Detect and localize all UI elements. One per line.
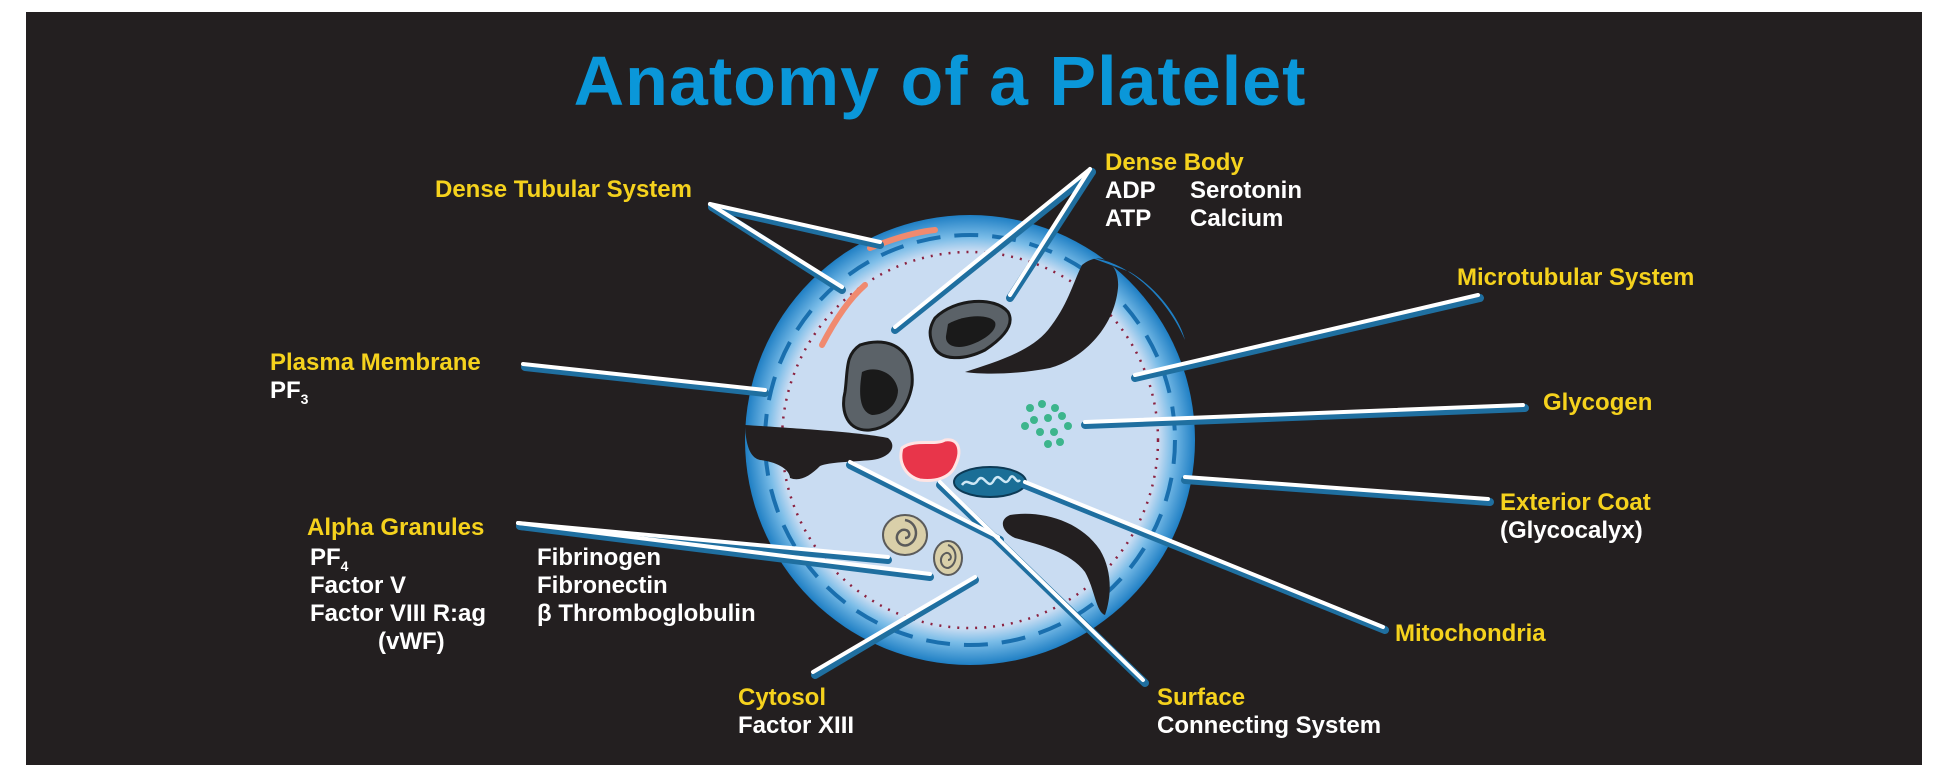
label-mitochondria: Mitochondria — [1395, 620, 1546, 647]
surface-detail: Connecting System — [1157, 712, 1381, 739]
alpha-granules-heading: Alpha Granules — [307, 514, 484, 541]
label-microtubular-system: Microtubular System — [1457, 264, 1694, 291]
alpha-granules-thromboglobulin: β Thromboglobulin — [537, 600, 756, 627]
alpha-granules-factor-v: Factor V — [310, 572, 406, 599]
alpha-granules-pf4: PF4 — [310, 544, 349, 574]
diagram-title: Anatomy of a Platelet — [574, 42, 1307, 120]
plasma-membrane-heading: Plasma Membrane — [270, 349, 481, 376]
mitochondrion — [954, 467, 1026, 497]
alpha-granules-vwf: (vWF) — [378, 628, 445, 655]
surface-heading: Surface — [1157, 684, 1245, 711]
cytosol-detail: Factor XIII — [738, 712, 854, 739]
label-glycogen: Glycogen — [1543, 389, 1652, 416]
platelet-cell — [745, 215, 1195, 665]
alpha-granule-1 — [883, 515, 927, 555]
label-dense-body: Dense Body ADP ATP Serotonin Calcium — [1105, 149, 1302, 232]
dense-body-calcium: Calcium — [1190, 205, 1283, 232]
alpha-granules-fibronectin: Fibronectin — [537, 572, 668, 599]
alpha-granule-2 — [934, 541, 962, 575]
label-cytosol: Cytosol Factor XIII — [738, 684, 854, 739]
alpha-granules-factor-viii: Factor VIII R:ag — [310, 600, 486, 627]
exterior-coat-heading: Exterior Coat — [1500, 489, 1651, 516]
label-plasma-membrane: Plasma Membrane PF3 — [270, 349, 481, 407]
alpha-granules-fibrinogen: Fibrinogen — [537, 544, 661, 571]
dense-body-heading: Dense Body — [1105, 149, 1244, 176]
plasma-membrane-pf3: PF3 — [270, 377, 309, 407]
red-granule — [901, 440, 959, 481]
cytosol-heading: Cytosol — [738, 684, 826, 711]
dense-body-adp: ADP — [1105, 177, 1156, 204]
label-dense-tubular-system: Dense Tubular System — [435, 176, 692, 203]
exterior-coat-detail: (Glycocalyx) — [1500, 517, 1643, 544]
label-alpha-granules: Alpha Granules PF4 Factor V Factor VIII … — [307, 514, 756, 655]
dense-body-atp: ATP — [1105, 205, 1151, 232]
label-surface-connecting-system: Surface Connecting System — [1157, 684, 1381, 739]
label-exterior-coat: Exterior Coat (Glycocalyx) — [1500, 489, 1651, 544]
dense-body-serotonin: Serotonin — [1190, 177, 1302, 204]
